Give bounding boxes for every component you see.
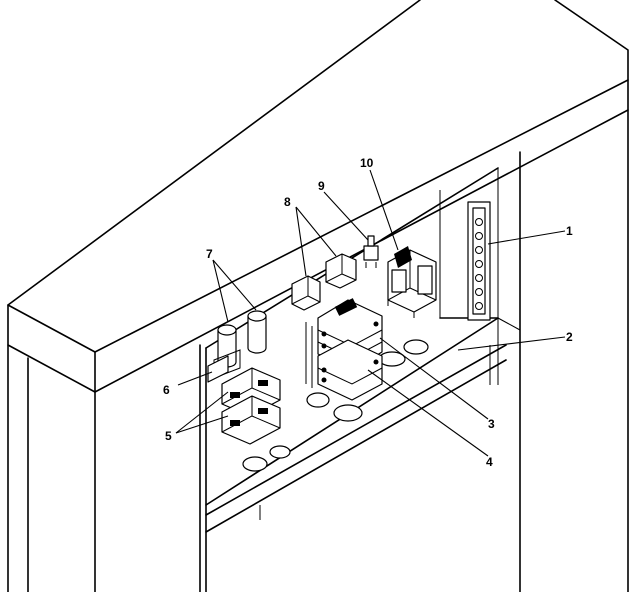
callout-5: 5: [165, 429, 172, 443]
callout-6: 6: [163, 383, 170, 397]
small-relay: [363, 235, 379, 268]
transformer: [387, 246, 437, 318]
mounting-bracket: [207, 355, 229, 383]
relays: [291, 253, 357, 311]
fuse-blocks: [221, 367, 281, 445]
contactors: [305, 298, 383, 401]
callout-7: 7: [206, 247, 213, 261]
callout-8: 8: [284, 195, 291, 209]
callout-4: 4: [486, 455, 493, 469]
floor-knockouts: [242, 339, 429, 472]
callout-1: 1: [566, 224, 573, 238]
leader-lines: [175, 169, 566, 457]
callout-3: 3: [488, 417, 495, 431]
terminal-strip: [467, 201, 491, 321]
callout-10: 10: [360, 156, 374, 170]
callout-9: 9: [318, 179, 325, 193]
callout-2: 2: [566, 330, 573, 344]
